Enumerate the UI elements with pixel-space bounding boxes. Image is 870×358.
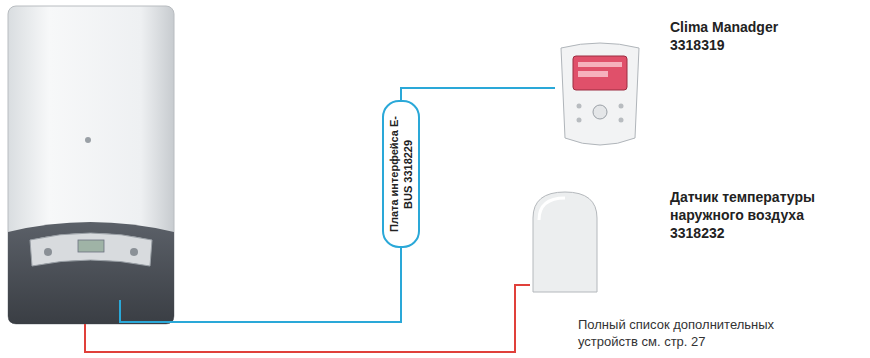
outdoor-sensor: Датчик температуры наружного воздуха 331… [525,182,860,304]
red-wire [85,285,530,352]
bus-connector [401,88,555,100]
device-label: Датчик температуры наружного воздуха 331… [670,188,855,242]
device-label: Clima Manadger 3318319 [670,18,820,54]
note-text: Полный список дополнительных устройств с… [578,316,793,350]
board-label: Плата интерфейса E-BUS 3318229 [387,110,415,238]
bus-wire [120,248,401,322]
room-controller: Clima Manadger 3318319 [555,10,860,175]
room-controller-picture [555,38,645,153]
interface-board: Плата интерфейса E-BUS 3318229 [382,100,420,248]
outdoor-sensor-picture [525,188,605,300]
